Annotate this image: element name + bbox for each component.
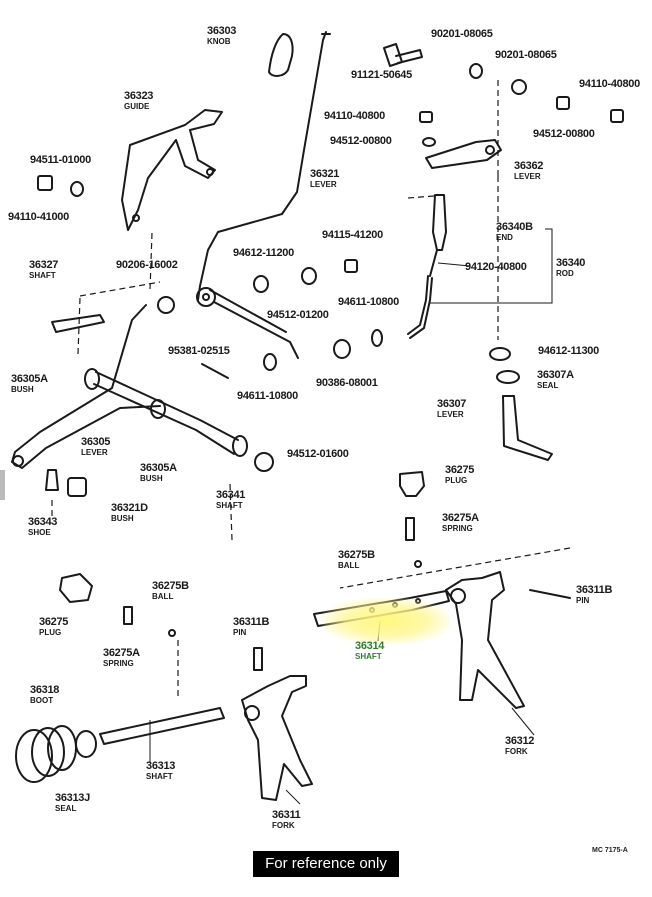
shaft-36313-part — [99, 707, 225, 745]
label-90386-08001: 90386-08001 — [316, 377, 378, 389]
label-94512-01600: 94512-01600 — [287, 448, 349, 460]
lever-36305-part — [11, 304, 161, 469]
label-94612-11300: 94612-11300 — [538, 345, 599, 357]
label-90206-16002: 90206-16002 — [116, 259, 178, 271]
rod-part — [407, 275, 429, 335]
washer-94511-01000 — [70, 181, 84, 197]
label-94110-41000: 94110-41000 — [8, 211, 69, 223]
highlight-glow — [322, 598, 450, 644]
nut-94110-41000 — [37, 175, 53, 191]
label-90201-08065: 90201-08065 — [431, 28, 493, 40]
lever-36307 — [502, 395, 553, 461]
label-94512-00800: 94512-00800 — [330, 135, 392, 147]
knob-part — [268, 33, 294, 77]
label-90201-08065-b: 90201-08065 — [495, 49, 557, 61]
label-94611-10800: 94611-10800 — [338, 296, 399, 308]
label-94611-10800-b: 94611-10800 — [237, 390, 298, 402]
label-94115-41200: 94115-41200 — [322, 229, 383, 241]
label-94512-00800-b: 94512-00800 — [533, 128, 595, 140]
label-94511-01000: 94511-01000 — [30, 154, 91, 166]
label-94612-11200: 94612-11200 — [233, 247, 294, 259]
label-94120-40800: 94120-40800 — [465, 261, 527, 273]
shaft-36327 — [51, 314, 105, 333]
label-94110-40800-b: 94110-40800 — [324, 110, 385, 122]
lever-pivot-ring — [196, 287, 216, 307]
fork-36311-part — [241, 675, 313, 801]
drawing-code: MC 7175-A — [592, 847, 628, 854]
lever-36362 — [425, 139, 502, 169]
label-95381-02515: 95381-02515 — [168, 345, 230, 357]
fork-36312-part — [445, 571, 525, 709]
rod-end-part — [432, 194, 447, 251]
label-91121-50645: 91121-50645 — [351, 69, 412, 81]
boot-36318 — [15, 729, 53, 783]
left-edge-marker — [0, 470, 5, 500]
label-94110-40800: 94110-40800 — [579, 78, 640, 90]
label-94512-01200: 94512-01200 — [267, 309, 329, 321]
reference-caption: For reference only — [253, 851, 399, 877]
shift-lever-part — [197, 31, 327, 301]
